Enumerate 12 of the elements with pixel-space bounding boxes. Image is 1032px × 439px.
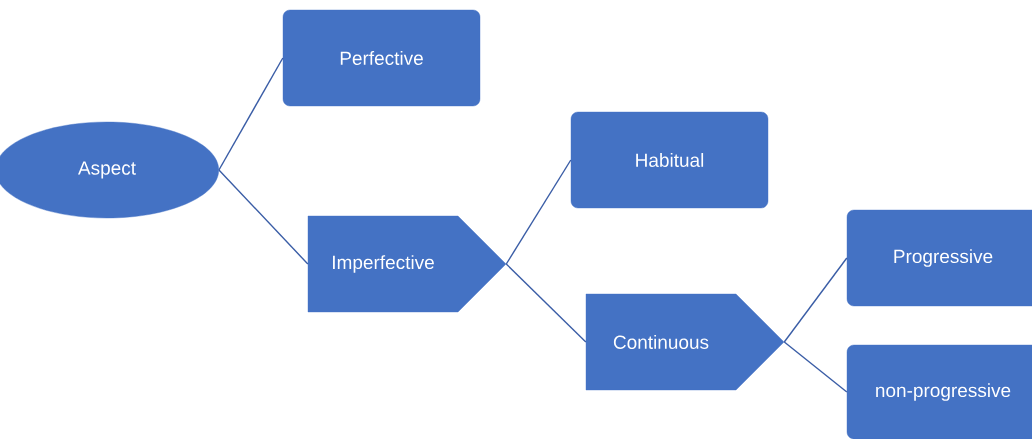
category-box: Progressive xyxy=(846,209,1032,307)
category-box: Perfective xyxy=(282,9,481,107)
connector-line xyxy=(505,263,587,343)
category-box: Habitual xyxy=(570,111,769,209)
category-box: non-progressive xyxy=(846,344,1032,439)
branch-arrow-box: Imperfective xyxy=(307,215,507,313)
connector-line xyxy=(783,257,848,343)
connector-line xyxy=(218,169,309,265)
branch-arrow-box: Continuous xyxy=(585,293,785,391)
connector-line xyxy=(783,341,848,393)
connector-line xyxy=(218,57,284,171)
connector-line xyxy=(505,159,572,265)
